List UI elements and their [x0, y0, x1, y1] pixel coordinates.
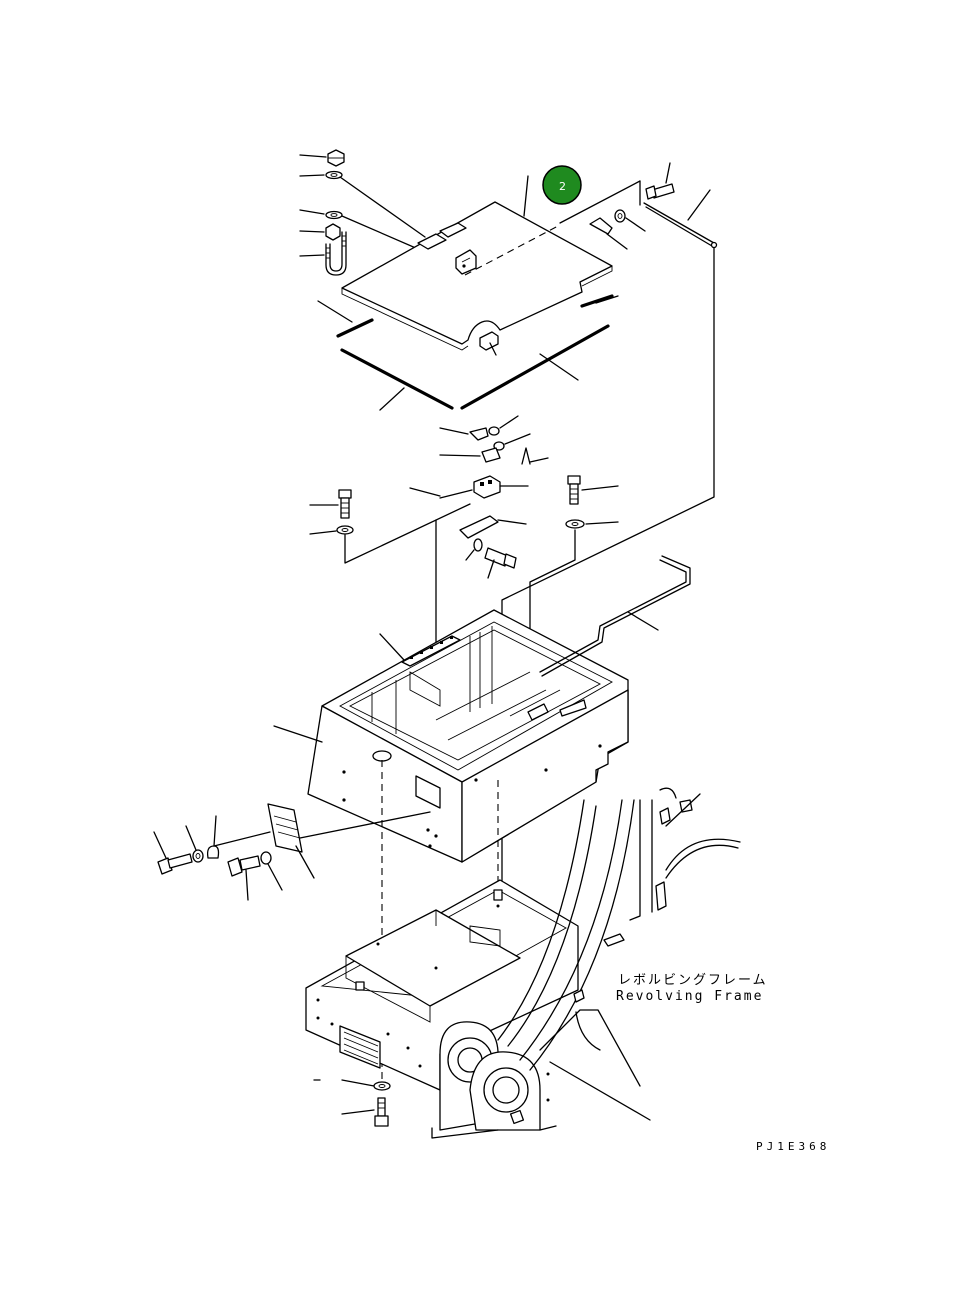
bolt-top-right — [645, 162, 675, 200]
washer-bottom — [313, 1079, 391, 1091]
latch-hook-2 — [439, 447, 501, 463]
seal-strip-right-short — [580, 294, 619, 308]
latch-body — [473, 475, 529, 499]
cover-plate — [341, 201, 613, 356]
handle-rod — [539, 555, 691, 677]
leader-cover — [523, 175, 529, 217]
washer-top-right — [614, 209, 646, 232]
nut-left-2 — [299, 223, 341, 241]
battery-box — [273, 609, 629, 863]
latch-bushing-1 — [488, 415, 519, 436]
drawing-code: PJ1E368 — [756, 1140, 830, 1153]
vent-cover — [267, 803, 431, 879]
washer-lower-left-1 — [185, 825, 204, 863]
bolt-middle-right — [567, 475, 619, 505]
washer-middle-left — [309, 503, 471, 564]
latch-bushing-2 — [493, 433, 531, 451]
revolving-frame — [305, 787, 741, 1139]
stay-clip — [589, 217, 628, 250]
latch-bracket — [459, 515, 527, 539]
washer-lower-mid — [260, 851, 283, 891]
latch-pin — [409, 487, 473, 499]
nut-top-left — [299, 149, 345, 167]
latch-hook-1 — [439, 427, 489, 441]
callout-badge[interactable]: 2 — [542, 165, 582, 205]
callout-number: 2 — [559, 180, 566, 193]
revolving-frame-label-jp: レボルビングフレーム — [618, 973, 768, 988]
terminal-lug — [206, 815, 271, 859]
bolt-bottom — [341, 1097, 389, 1127]
washer-top-left — [299, 170, 426, 238]
washer-left-2 — [299, 209, 426, 253]
u-bolt — [299, 231, 347, 276]
seal-strip-long-front — [340, 348, 454, 411]
bolt-lower-left — [153, 831, 193, 875]
latch-washer — [465, 538, 483, 561]
latch-bolt — [484, 547, 517, 579]
leader-cover-right — [559, 180, 641, 224]
seal-strip-left-short — [317, 300, 374, 338]
bolt-lower-mid — [227, 855, 261, 901]
revolving-frame-label-en: Revolving Frame — [616, 989, 763, 1004]
latch-spring — [521, 447, 549, 465]
bolt-middle-left — [309, 489, 352, 519]
seal-strip-long-right — [460, 324, 610, 410]
